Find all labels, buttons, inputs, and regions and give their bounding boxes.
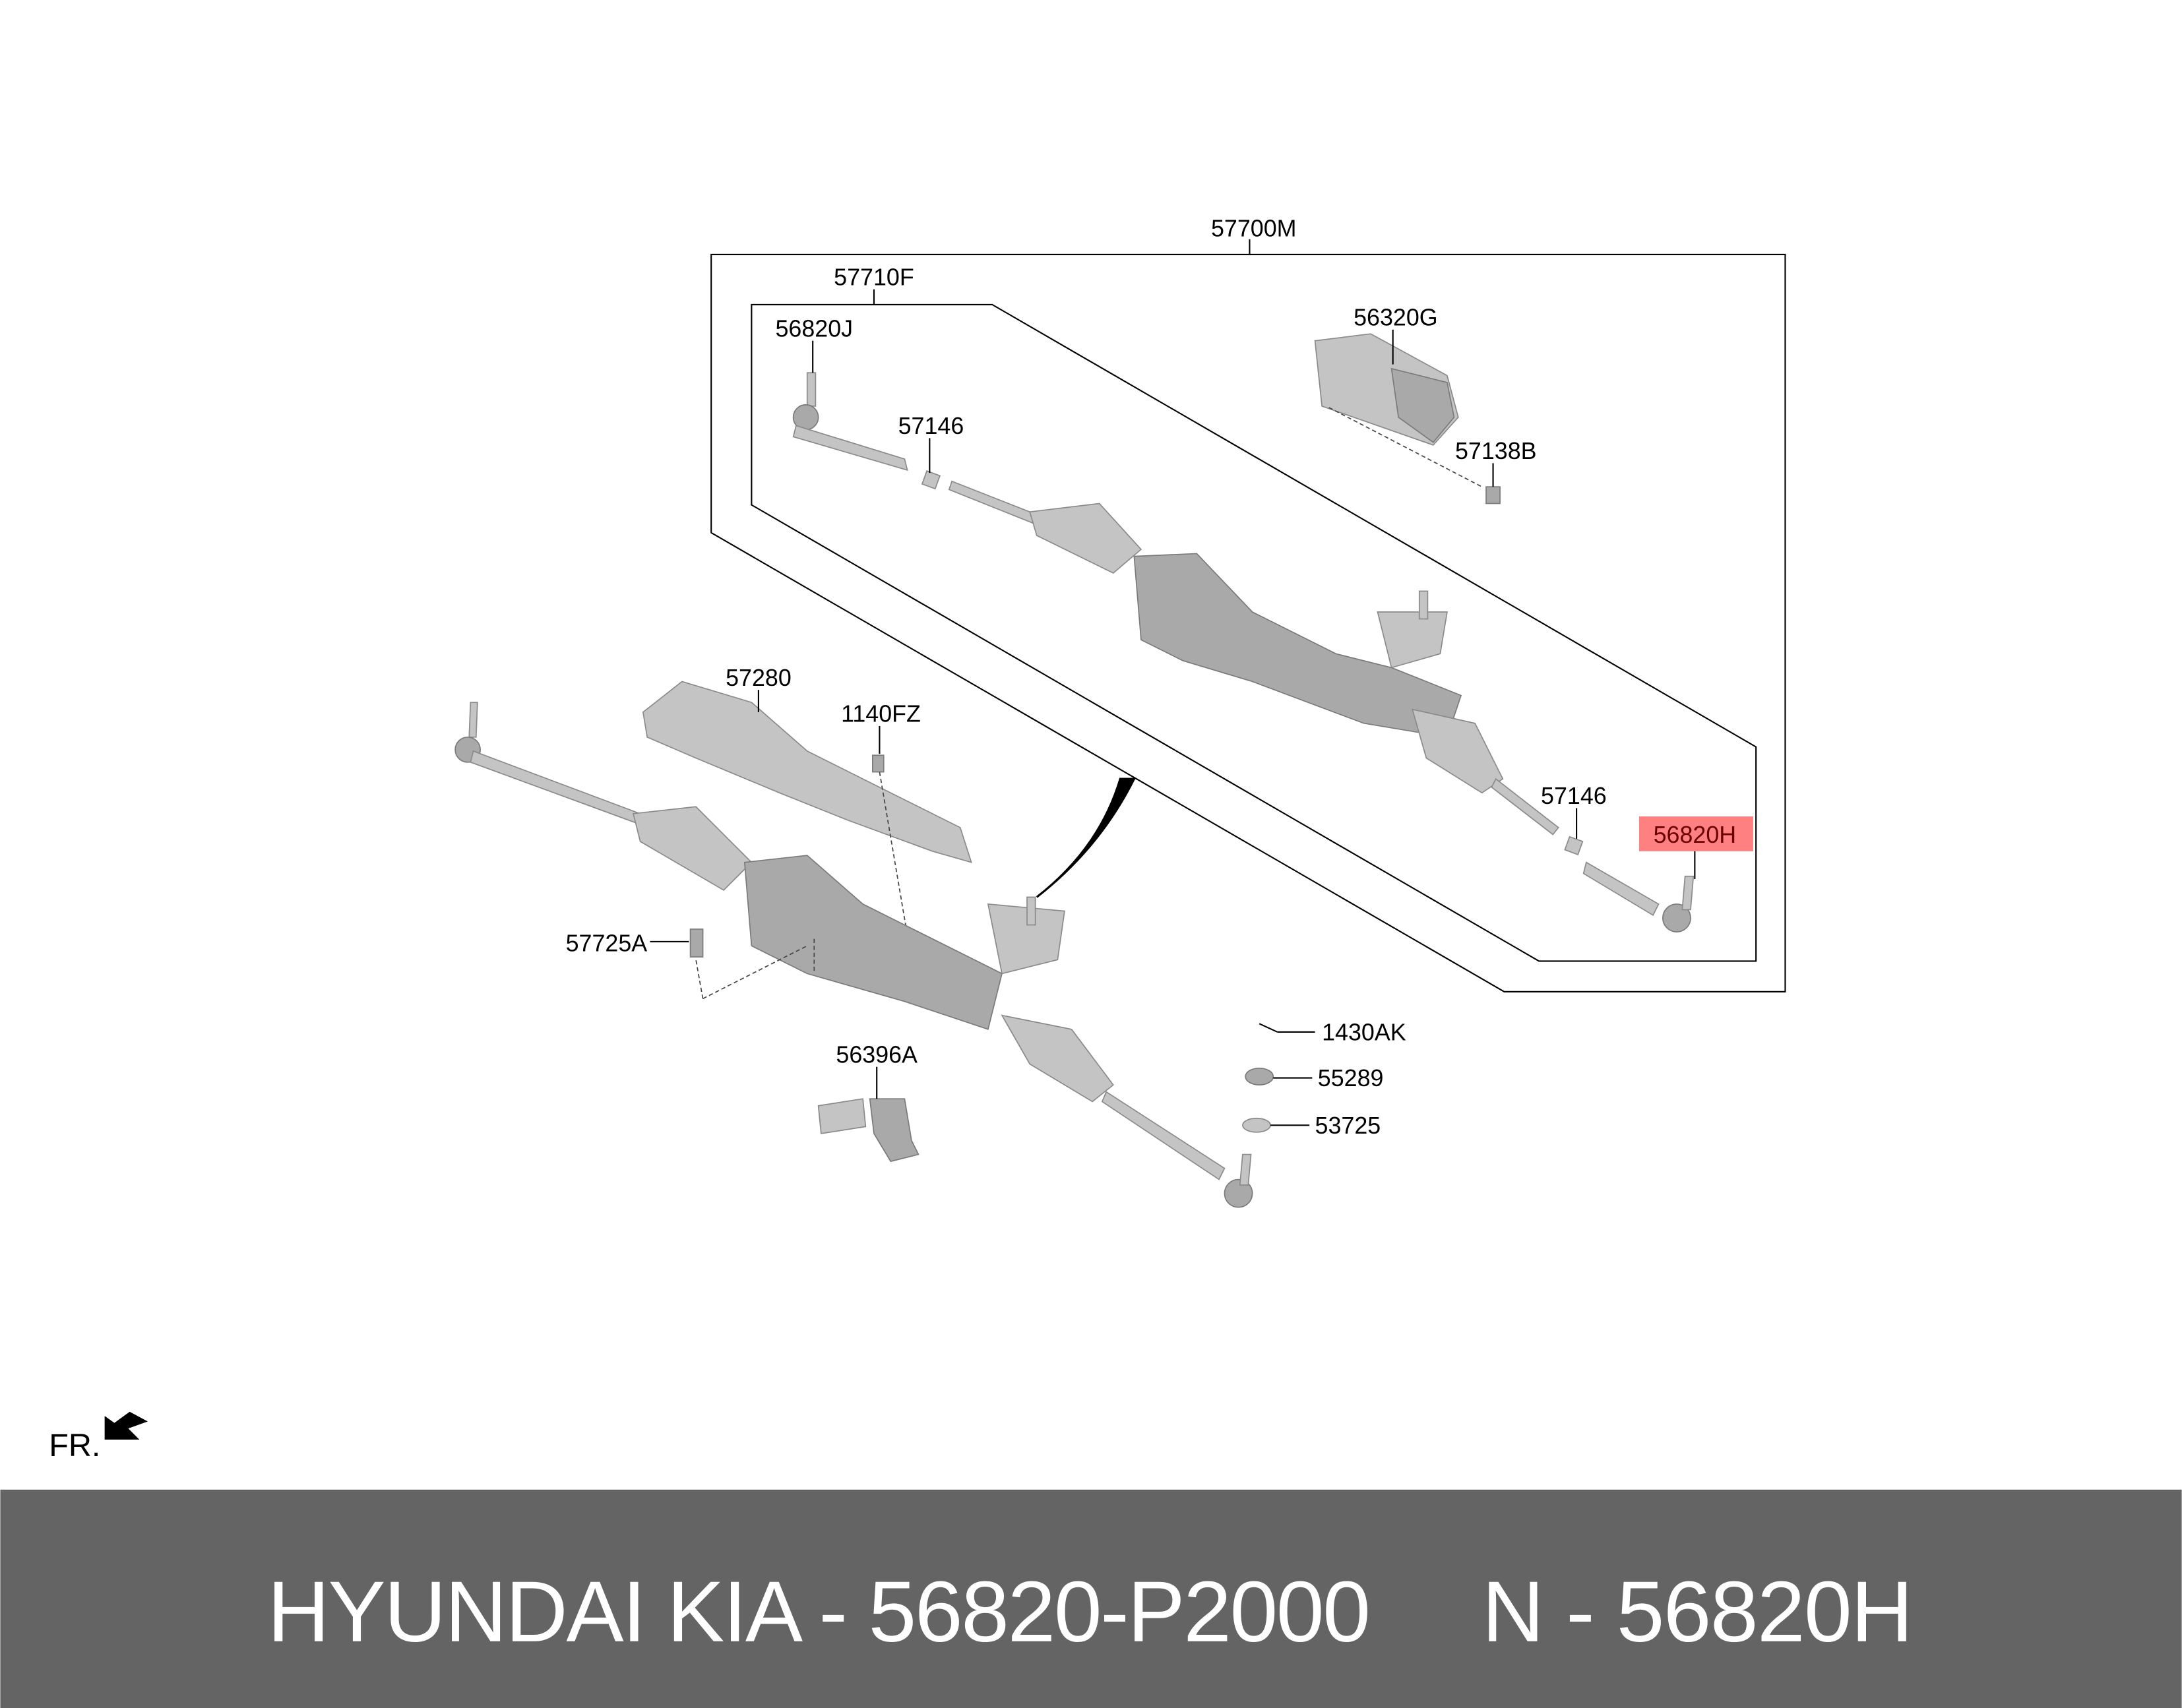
label-53725[interactable]: 53725 [1315, 1113, 1381, 1139]
label-57146-lower[interactable]: 57146 [1541, 783, 1607, 809]
label-57725a[interactable]: 57725A [566, 930, 648, 957]
label-55289[interactable]: 55289 [1318, 1065, 1384, 1091]
banner [0, 1489, 2182, 1708]
upper-steering-gear [792, 372, 1695, 932]
label-57146-upper[interactable]: 57146 [898, 413, 964, 439]
label-56320g[interactable]: 56320G [1354, 305, 1438, 331]
label-56396a[interactable]: 56396A [836, 1041, 918, 1068]
front-arrow-icon [104, 1411, 148, 1440]
motor [1314, 333, 1459, 446]
label-1430ak[interactable]: 1430AK [1322, 1020, 1406, 1046]
label-1140fz[interactable]: 1140FZ [841, 701, 921, 727]
label-57280[interactable]: 57280 [726, 665, 792, 691]
label-57700m[interactable]: 57700M [1211, 216, 1297, 242]
gearbox-frame [751, 303, 1757, 962]
label-57138b[interactable]: 57138B [1455, 438, 1537, 464]
bolt-1140fz [872, 754, 885, 773]
highlight-box [1638, 816, 1753, 851]
label-57710f[interactable]: 57710F [834, 264, 914, 290]
heat-protector [642, 681, 972, 863]
banner-part-number: HYUNDAI KIA - 56820-P2000 [267, 1564, 1371, 1660]
banner-reference: N - 56820H [1482, 1564, 1914, 1660]
label-56820j[interactable]: 56820J [775, 315, 853, 342]
bolt-57138b [1485, 486, 1501, 504]
detail-pointer [1036, 778, 1136, 898]
part-1430ak [1259, 1023, 1278, 1033]
assembly-frame [710, 253, 1786, 992]
front-indicator-label: FR. [49, 1428, 100, 1463]
part-55289 [1245, 1067, 1274, 1085]
washer-53725 [1242, 1117, 1271, 1133]
sensor-56396a [817, 1098, 920, 1163]
label-56820h[interactable]: 56820H [1654, 822, 1737, 848]
bolt-57725a [689, 929, 704, 958]
